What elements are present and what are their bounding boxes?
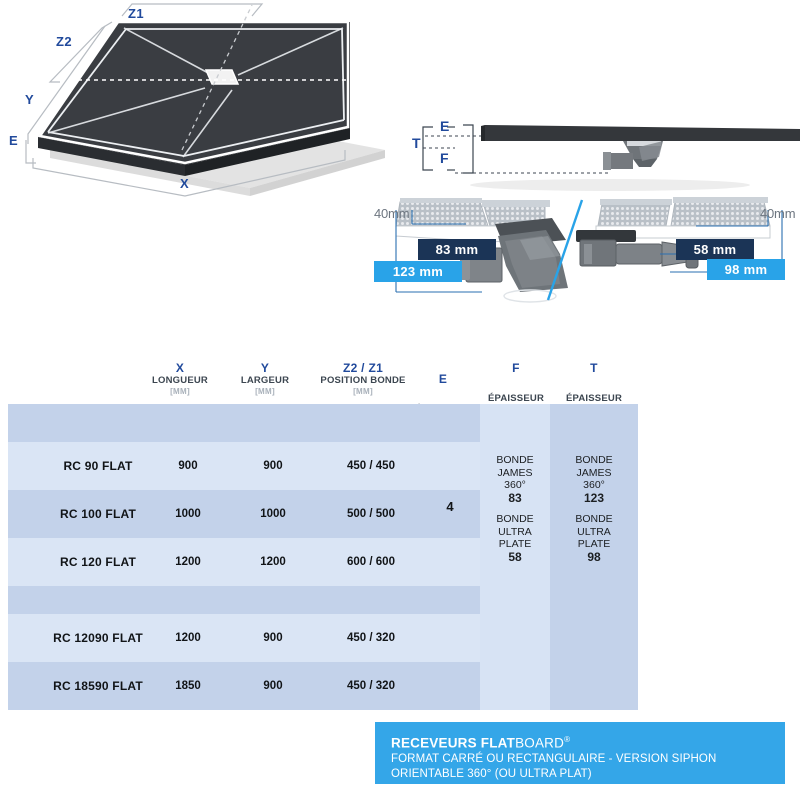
section-label-t: T (412, 135, 421, 151)
cell-f-stack: BONDE JAMES 360° 83 BONDE ULTRA PLATE 58 (480, 454, 550, 563)
cell-z: 450 / 320 (347, 680, 395, 692)
row-stripe-5 (8, 614, 480, 662)
cell-z: 450 / 320 (347, 632, 395, 644)
measure-left-83mm: 83 mm (418, 239, 496, 260)
side-section-diagram (422, 124, 800, 191)
table-row[interactable]: RC 90 FLAT 900 900 450 / 450 (8, 442, 480, 490)
cell-f-entry2-name: BONDE ULTRA PLATE (496, 513, 534, 550)
cell-model: RC 120 FLAT (60, 555, 136, 569)
header-t-letter: T (590, 361, 598, 375)
header-x-letter: X (175, 361, 185, 375)
header-x: X LONGUEUR [MM] (140, 362, 220, 397)
spec-table: RC 90 FLAT 900 900 450 / 450 RC 100 FLAT… (8, 404, 638, 710)
section-label-e: E (440, 118, 450, 134)
banner-subtitle-line1: FORMAT CARRÉ OU RECTANGULAIRE - VERSION … (391, 752, 717, 765)
section-label-f: F (440, 150, 449, 166)
cell-z: 500 / 500 (347, 508, 395, 520)
table-band-t-column (550, 404, 638, 710)
row-stripe-3 (8, 538, 480, 586)
banner-title: RECEVEURS FLATBOARD® (391, 731, 785, 752)
header-x-name: LONGUEUR (152, 375, 208, 386)
header-z-name: POSITION BONDE (320, 375, 406, 386)
product-banner: RECEVEURS FLATBOARD® FORMAT CARRÉ OU REC… (375, 722, 785, 784)
cell-model: RC 100 FLAT (60, 507, 136, 521)
table-row[interactable]: RC 120 FLAT 1200 1200 600 / 600 (8, 538, 480, 586)
cell-t-entry1-name: BONDE JAMES 360° (575, 454, 613, 491)
cell-f-entry1-value: 83 (508, 490, 522, 505)
measure-right-40mm: 40mm (760, 206, 796, 221)
cell-x: 1000 (175, 508, 201, 520)
row-stripe-1 (8, 442, 480, 490)
measure-left-123mm: 123 mm (374, 261, 462, 282)
cell-x: 900 (178, 460, 198, 472)
header-e-letter: E (438, 372, 448, 386)
header-y-letter: Y (260, 361, 270, 375)
table-row[interactable]: RC 12090 FLAT 1200 900 450 / 320 (8, 614, 480, 662)
banner-title-registered: ® (564, 735, 571, 744)
cell-model: RC 18590 FLAT (53, 679, 143, 693)
cell-e-value: 4 (446, 499, 454, 514)
table-band-f-column (480, 404, 550, 710)
iso-label-e: E (9, 133, 19, 148)
cell-y: 900 (263, 680, 283, 692)
table-row[interactable]: RC 100 FLAT 1000 1000 500 / 500 (8, 490, 480, 538)
cell-z: 600 / 600 (347, 556, 395, 568)
measure-right-98mm: 98 mm (707, 259, 785, 280)
header-y-unit: [MM] (255, 387, 275, 396)
cell-y: 1200 (260, 556, 286, 568)
cell-z: 450 / 450 (347, 460, 395, 472)
banner-title-thin: BOARD (515, 735, 565, 751)
cell-y: 900 (263, 460, 283, 472)
banner-subtitle-line2: ORIENTABLE 360° (OU ULTRA PLAT) (391, 767, 592, 780)
table-row[interactable]: RC 18590 FLAT 1850 900 450 / 320 (8, 662, 480, 710)
measure-right-58mm: 58 mm (676, 239, 754, 260)
cell-t-entry2-value: 98 (587, 549, 601, 564)
iso-label-y: Y (25, 92, 35, 107)
cell-x: 1200 (175, 556, 201, 568)
cell-t-entry1-value: 123 (583, 490, 605, 505)
cell-x: 1200 (175, 632, 201, 644)
header-z-letter: Z2 / Z1 (342, 361, 384, 375)
cell-model: RC 12090 FLAT (53, 631, 143, 645)
header-f-letter: F (512, 361, 520, 375)
cell-model: RC 90 FLAT (63, 459, 133, 473)
cell-x: 1850 (175, 680, 201, 692)
cell-f-entry2-value: 58 (508, 549, 522, 564)
iso-label-z2: Z2 (56, 34, 72, 49)
cell-t-stack: BONDE JAMES 360° 123 BONDE ULTRA PLATE 9… (550, 454, 638, 563)
header-y: Y LARGEUR [MM] (225, 362, 305, 397)
isometric-tray-diagram (25, 3, 385, 197)
iso-label-z1: Z1 (128, 6, 144, 21)
header-z-unit: [MM] (353, 387, 373, 396)
cell-f-entry1-name: BONDE JAMES 360° (496, 454, 534, 491)
header-y-name: LARGEUR (240, 375, 290, 386)
cell-y: 1000 (260, 508, 286, 520)
cell-t-entry2-name: BONDE ULTRA PLATE (575, 513, 613, 550)
cell-y: 900 (263, 632, 283, 644)
header-z: Z2 / Z1 POSITION BONDE [MM] (305, 362, 421, 397)
measure-left-40mm: 40mm (374, 206, 410, 221)
iso-label-x: X (180, 176, 190, 191)
header-x-unit: [MM] (170, 387, 190, 396)
banner-title-bold: RECEVEURS FLAT (391, 735, 516, 751)
